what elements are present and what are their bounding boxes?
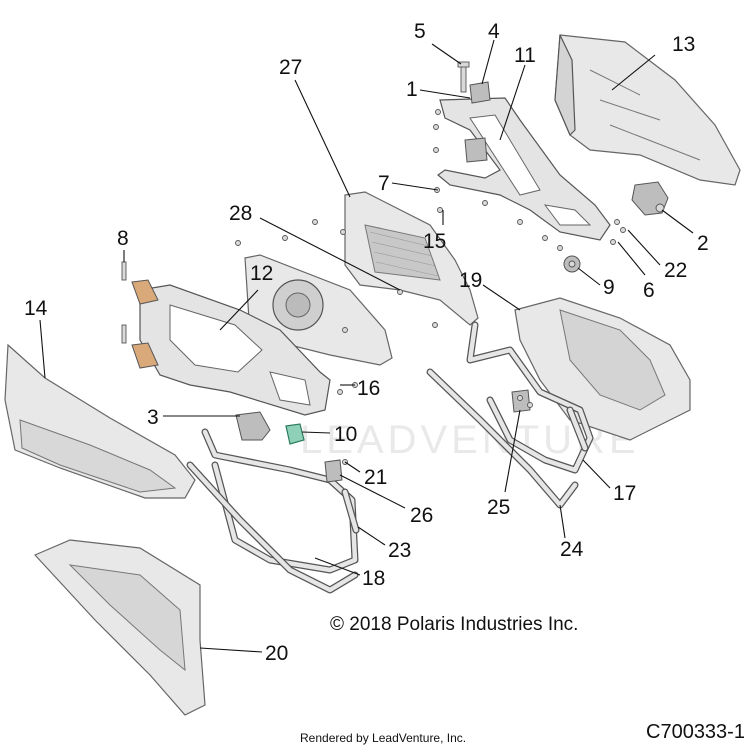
part-27-mesh-panel[interactable] [344, 191, 479, 326]
callout-11: 11 [514, 44, 536, 67]
leader-lines [39, 39, 694, 653]
part-23-seal-strip[interactable] [186, 461, 360, 594]
callout-19: 19 [459, 269, 482, 292]
callout-1: 1 [406, 78, 418, 101]
callout-26: 26 [410, 504, 433, 527]
callout-4: 4 [488, 20, 500, 43]
callout-9: 9 [603, 276, 615, 299]
part-3-latch[interactable] [235, 411, 271, 441]
callout-5: 5 [414, 20, 426, 43]
callout-20: 20 [265, 642, 288, 665]
part-10-bracket[interactable] [285, 423, 305, 445]
part-2-latch[interactable] [631, 181, 669, 216]
part-20-lower-panel[interactable] [33, 539, 206, 716]
part-4-hinge[interactable] [464, 81, 491, 163]
callout-27: 27 [279, 56, 302, 79]
part-5-hinge-bolt[interactable] [457, 61, 470, 93]
callout-16: 16 [357, 377, 380, 400]
part-14-outer-door-panel[interactable] [4, 343, 196, 499]
copyright-notice: © 2018 Polaris Industries Inc. [330, 614, 579, 635]
part-19-lower-door-panel[interactable] [514, 297, 691, 441]
callout-6: 6 [643, 279, 655, 302]
callout-13: 13 [672, 33, 695, 56]
callout-21: 21 [364, 466, 387, 489]
part-17-tube-frame[interactable] [466, 321, 594, 474]
part-13-upper-panel[interactable] [554, 34, 741, 186]
fasteners [235, 109, 626, 465]
callout-10: 10 [334, 423, 357, 446]
callout-28: 28 [229, 202, 252, 225]
part-24-seal-strip[interactable] [426, 368, 589, 509]
callout-15: 15 [423, 230, 446, 253]
part-25-bracket[interactable] [511, 389, 531, 413]
callout-22: 22 [664, 259, 687, 282]
callout-18: 18 [362, 567, 385, 590]
callout-7: 7 [378, 172, 390, 195]
callout-8: 8 [117, 227, 129, 250]
callout-23: 23 [388, 539, 411, 562]
callout-labels: 1 2 3 4 5 6 7 8 9 10 11 12 13 14 15 16 1… [24, 20, 709, 665]
callout-3: 3 [147, 406, 159, 429]
part-12-left-door-frame[interactable] [139, 254, 393, 416]
part-8-hinge[interactable] [121, 261, 159, 369]
part-11-upper-door-frame[interactable] [437, 97, 611, 241]
callout-17: 17 [613, 482, 636, 505]
diagram-code: C700333-1 [646, 721, 745, 743]
callout-24: 24 [560, 538, 584, 561]
callout-25: 25 [487, 496, 510, 519]
callout-12: 12 [250, 262, 273, 285]
rendered-by-credit: Rendered by LeadVenture, Inc. [300, 731, 467, 745]
part-9-knob[interactable] [563, 255, 581, 273]
callout-14: 14 [24, 297, 48, 320]
part-26-bracket[interactable] [324, 459, 343, 483]
part-18-tube-frame[interactable] [201, 428, 359, 574]
callout-2: 2 [697, 232, 709, 255]
